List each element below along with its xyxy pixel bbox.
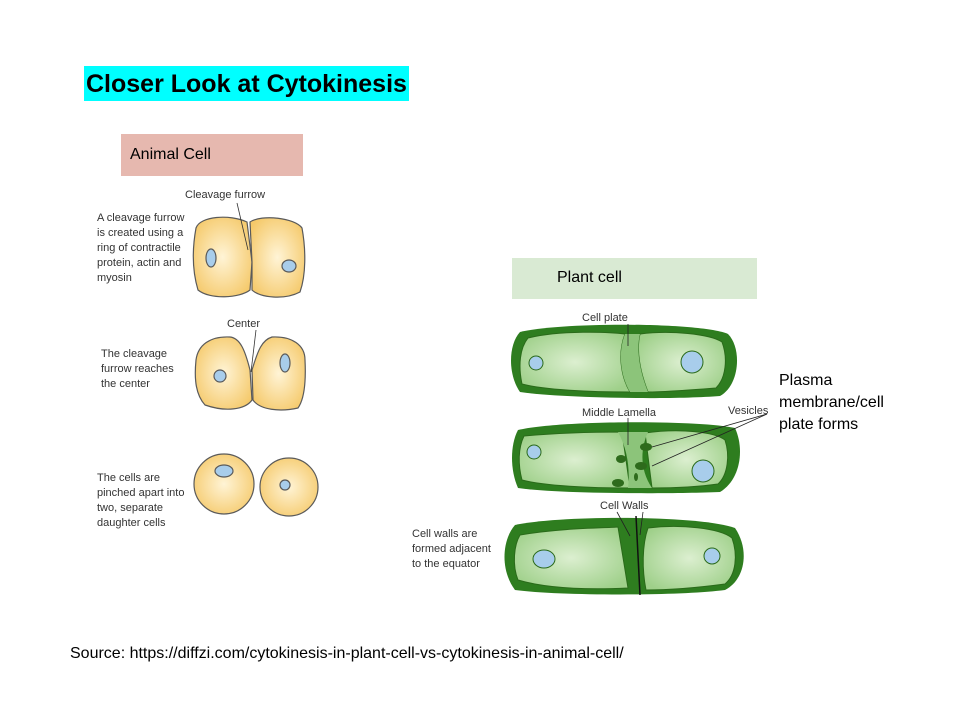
plant-cell-stage-2 — [512, 413, 768, 494]
plant-cell-header-label: Plant cell — [557, 269, 622, 286]
plant-step: Cell walls are formed adjacent to the eq… — [412, 528, 491, 570]
label-center: Center — [227, 318, 261, 330]
animal-step-2: The cleavage furrow reaches the center — [101, 348, 174, 390]
animal-cell-stage-2 — [194, 329, 306, 411]
plant-cell-stage-1 — [511, 324, 738, 399]
animal-cell-stage-3 — [193, 453, 319, 517]
label-cleavage-furrow: Cleavage furrow — [185, 189, 266, 201]
animal-cell-stage-1 — [192, 202, 306, 298]
animal-cell-header-label: Animal Cell — [130, 146, 211, 163]
plant-side-note: Plasma membrane/cell plate forms — [779, 372, 884, 433]
label-middle-lamella: Middle Lamella — [582, 407, 656, 419]
plant-cell-header: Plant cell — [512, 258, 757, 299]
animal-cell-header: Animal Cell — [121, 134, 303, 176]
label-cell-plate: Cell plate — [582, 312, 628, 324]
slide-title: Closer Look at Cytokinesis — [84, 66, 409, 101]
plant-cell-stage-3 — [504, 511, 744, 596]
source-citation: Source: https://diffzi.com/cytokinesis-i… — [70, 645, 624, 662]
label-cell-walls: Cell Walls — [600, 500, 649, 512]
animal-step-1: A cleavage furrow is created using a rin… — [97, 212, 185, 284]
label-vesicles: Vesicles — [728, 405, 769, 417]
animal-step-3: The cells are pinched apart into two, se… — [97, 472, 185, 529]
